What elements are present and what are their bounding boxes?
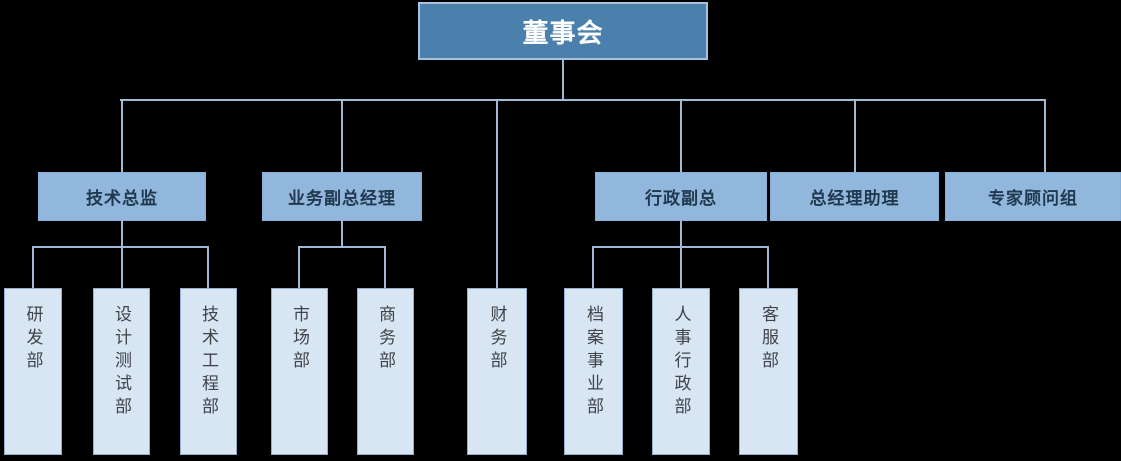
node-label: 商务部 — [376, 305, 395, 374]
connector-drop — [384, 246, 386, 288]
node-label: 客服部 — [759, 305, 778, 374]
connector-drop — [341, 100, 343, 172]
connector-stem — [121, 221, 123, 247]
node-design-testing-dept[interactable]: 设计测试部 — [93, 288, 150, 455]
node-expert-advisory-group[interactable]: 专家顾问组 — [945, 172, 1121, 221]
node-label: 财务部 — [487, 305, 507, 374]
connector-stem — [341, 221, 343, 247]
node-label: 档案事业部 — [584, 305, 603, 420]
node-finance-dept[interactable]: 财务部 — [467, 288, 527, 455]
node-label: 技术工程部 — [199, 305, 218, 420]
connector-drop — [767, 246, 769, 288]
connector-rail — [32, 246, 209, 248]
node-board[interactable]: 董事会 — [418, 2, 708, 60]
connector-stem — [680, 221, 682, 247]
connector-drop — [207, 246, 209, 288]
node-customer-service-dept[interactable]: 客服部 — [739, 288, 798, 455]
connector-drop — [680, 100, 682, 172]
node-label: 研发部 — [23, 305, 43, 374]
node-label: 设计测试部 — [112, 305, 131, 420]
node-gm-assistant[interactable]: 总经理助理 — [770, 172, 939, 221]
connector-drop — [1044, 100, 1046, 172]
connector-drop — [121, 246, 123, 288]
connector-main-rail — [120, 99, 1046, 101]
connector-drop — [854, 100, 856, 172]
node-admin-deputy-gm[interactable]: 行政副总 — [595, 172, 767, 221]
connector-drop — [32, 246, 34, 288]
connector-rail — [298, 246, 386, 248]
node-hr-admin-dept[interactable]: 人事行政部 — [652, 288, 710, 455]
node-rd-dept[interactable]: 研发部 — [4, 288, 62, 455]
connector-drop — [680, 246, 682, 288]
node-business-dept[interactable]: 商务部 — [357, 288, 414, 455]
node-tech-director[interactable]: 技术总监 — [38, 172, 206, 221]
node-tech-engineering-dept[interactable]: 技术工程部 — [180, 288, 237, 455]
connector-drop — [592, 246, 594, 288]
node-label: 人事行政部 — [671, 305, 691, 420]
connector-drop — [298, 246, 300, 288]
node-archives-dept[interactable]: 档案事业部 — [564, 288, 623, 455]
connector-root-stem — [562, 60, 564, 100]
node-label: 市场部 — [290, 305, 309, 374]
node-business-deputy-gm[interactable]: 业务副总经理 — [262, 172, 422, 221]
connector-drop-finance — [496, 100, 498, 288]
node-marketing-dept[interactable]: 市场部 — [271, 288, 328, 455]
connector-drop — [121, 100, 123, 172]
